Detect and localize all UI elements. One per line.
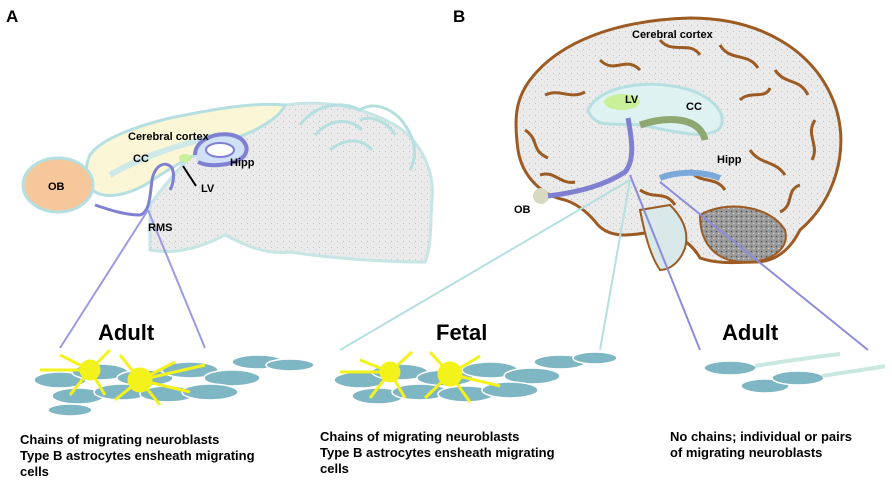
adult-human-neuroblasts bbox=[703, 352, 886, 394]
human-callout-fetal bbox=[339, 179, 631, 351]
section-fetal: Fetal bbox=[436, 320, 487, 345]
human-cc bbox=[638, 116, 709, 142]
lv-pointer bbox=[182, 165, 197, 187]
human-brain bbox=[514, 16, 843, 272]
adult-caption-line1: No chains; individual or pairs bbox=[670, 429, 852, 444]
fetal-caption-line3: cells bbox=[320, 461, 349, 476]
section-adult-human: Adult bbox=[722, 320, 779, 345]
human-cortex-label: Cerebral cortex bbox=[632, 29, 714, 41]
rodent-ob-label: OB bbox=[48, 181, 65, 193]
human-callout-adult bbox=[629, 174, 701, 351]
section-adult-rodent: Adult bbox=[98, 320, 155, 345]
rodent-lv-label: LV bbox=[201, 183, 215, 195]
human-ob bbox=[533, 188, 549, 204]
rodent-callout-left bbox=[59, 209, 149, 349]
human-callout-adult-2 bbox=[659, 181, 869, 351]
rodent-hipp-label: Hipp bbox=[230, 157, 255, 169]
human-cerebellum bbox=[698, 205, 787, 264]
rodent-cc-label: CC bbox=[133, 153, 149, 165]
rodent-rms-label: RMS bbox=[148, 222, 172, 234]
human-callout-fetal-2 bbox=[599, 179, 631, 351]
human-lv bbox=[604, 94, 640, 110]
rodent-callout-right bbox=[147, 209, 206, 349]
rodent-caption-line2: Type B astrocytes ensheath migrating bbox=[20, 448, 255, 463]
cerebellum-folds bbox=[298, 103, 417, 171]
panel-a-label: A bbox=[6, 7, 18, 26]
human-gyri bbox=[524, 38, 817, 232]
rodent-lv bbox=[179, 154, 191, 162]
rodent-caption-line3: cells bbox=[20, 464, 49, 479]
rodent-cortex-label: Cerebral cortex bbox=[128, 131, 210, 143]
adult-caption-line2: of migrating neuroblasts bbox=[670, 445, 822, 460]
human-lv-label: LV bbox=[625, 94, 639, 106]
human-brainstem bbox=[638, 203, 688, 272]
rodent-astrocytes bbox=[40, 348, 206, 406]
fetal-astrocytes bbox=[340, 350, 501, 403]
panel-b-label: B bbox=[453, 7, 465, 26]
human-hipp-label: Hipp bbox=[717, 154, 742, 166]
rodent-caption-line1: Chains of migrating neuroblasts bbox=[20, 432, 219, 447]
fetal-caption-line1: Chains of migrating neuroblasts bbox=[320, 429, 519, 444]
human-rms-path bbox=[547, 117, 635, 199]
human-cc-label: CC bbox=[686, 101, 702, 113]
rodent-ob bbox=[21, 156, 95, 214]
human-ob-label: OB bbox=[514, 204, 531, 216]
human-hippocampus bbox=[658, 169, 722, 181]
fetal-caption-line2: Type B astrocytes ensheath migrating bbox=[320, 445, 555, 460]
rodent-brain bbox=[21, 101, 434, 264]
rodent-rms-path bbox=[94, 162, 175, 217]
